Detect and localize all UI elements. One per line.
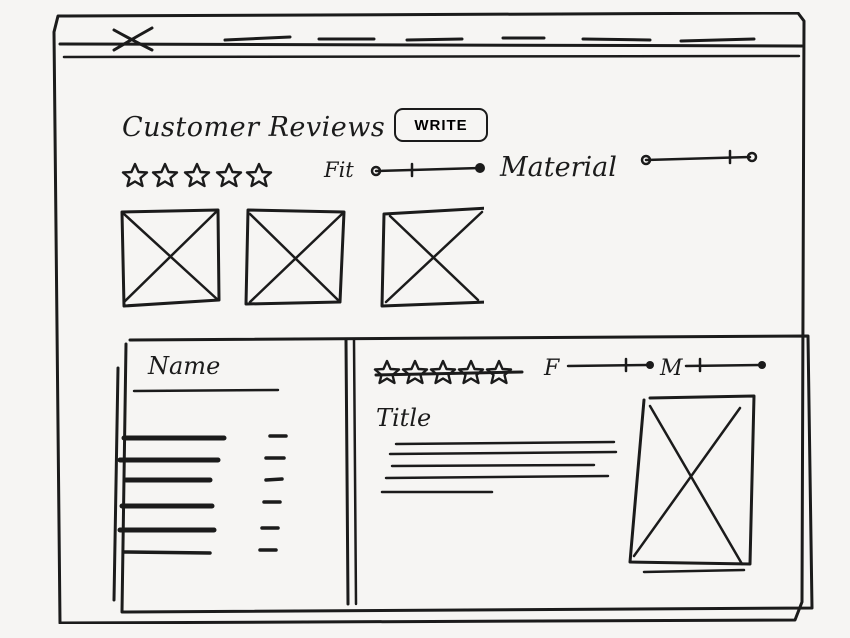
review-photo-thumbnail[interactable] bbox=[242, 206, 348, 310]
image-placeholder-icon bbox=[244, 208, 346, 306]
star-icon bbox=[245, 162, 273, 188]
reviewer-details bbox=[117, 434, 288, 555]
star-icon bbox=[457, 359, 485, 385]
close-icon[interactable] bbox=[110, 24, 156, 54]
material-slider[interactable] bbox=[638, 148, 760, 168]
name-underline bbox=[132, 388, 280, 393]
fit-slider[interactable] bbox=[368, 160, 488, 180]
star-icon bbox=[151, 162, 179, 188]
review-photo-thumbnail[interactable] bbox=[378, 206, 484, 310]
review-title: Title bbox=[376, 404, 432, 432]
review-rating bbox=[373, 359, 524, 385]
review-card bbox=[112, 334, 814, 614]
review-photo[interactable] bbox=[626, 394, 758, 578]
address-bar bbox=[405, 37, 464, 42]
address-bar bbox=[501, 36, 546, 40]
material-label: Material bbox=[500, 152, 617, 183]
star-icon bbox=[401, 359, 429, 385]
image-placeholder-icon bbox=[628, 394, 756, 574]
address-bar bbox=[581, 37, 652, 42]
address-bar[interactable] bbox=[222, 30, 294, 48]
material-slider bbox=[684, 357, 766, 373]
star-icon bbox=[215, 162, 243, 188]
fit-slider bbox=[566, 357, 654, 373]
fit-label: F bbox=[544, 356, 560, 381]
review-photo-thumbnail[interactable] bbox=[118, 206, 224, 310]
address-bar bbox=[317, 37, 376, 41]
star-icon bbox=[121, 162, 149, 188]
write-review-button[interactable]: WRITE bbox=[394, 108, 488, 142]
image-placeholder-icon bbox=[120, 208, 221, 308]
fit-label: Fit bbox=[324, 158, 354, 182]
page-title: Customer Reviews bbox=[122, 112, 386, 143]
reviewer-name: Name bbox=[148, 352, 221, 380]
star-icon bbox=[485, 359, 513, 385]
review-body bbox=[380, 440, 618, 494]
material-label: M bbox=[660, 356, 683, 381]
star-icon bbox=[183, 162, 211, 188]
summary-rating bbox=[121, 162, 273, 188]
image-placeholder-icon bbox=[380, 206, 484, 308]
address-bar bbox=[679, 37, 756, 43]
star-icon bbox=[373, 359, 401, 385]
star-icon bbox=[429, 359, 457, 385]
browser-window: Customer Reviews WRITE Fit Material bbox=[50, 12, 814, 624]
window-frame bbox=[52, 12, 806, 624]
